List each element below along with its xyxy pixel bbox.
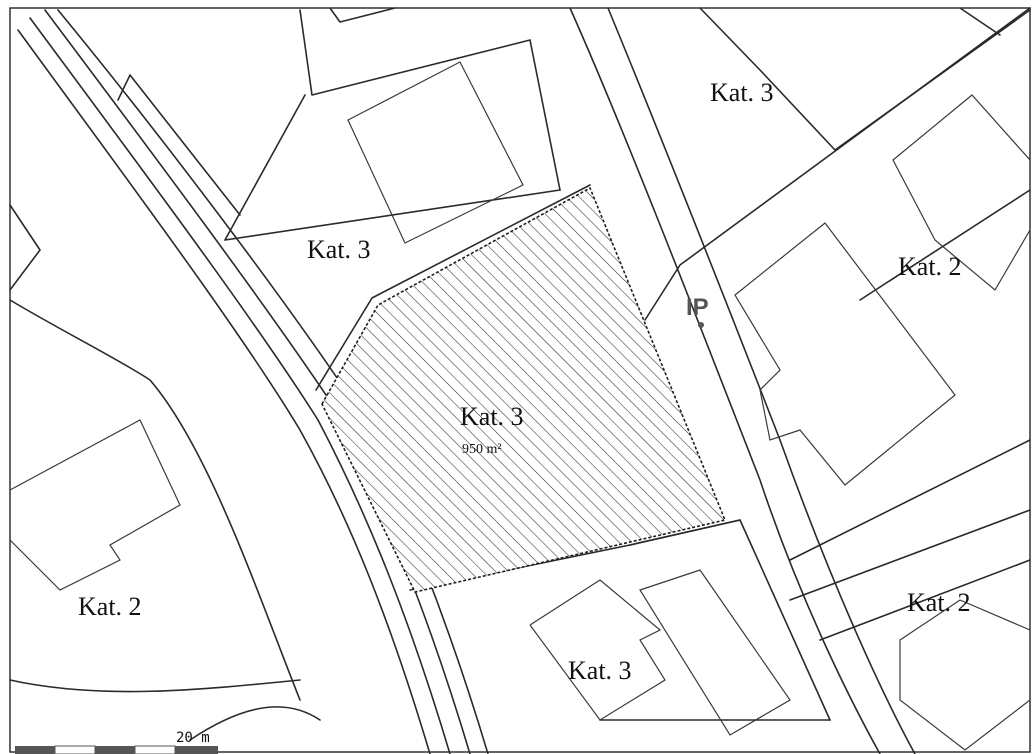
label-kat3-bottom: Kat. 3 [568,656,632,685]
building-bottom-a [529,579,666,721]
subject-plot[interactable] [321,186,727,593]
label-kat3-left: Kat. 3 [307,235,371,264]
ip-marker-label[interactable]: IP [686,294,709,321]
plot-neighbor-edge [315,184,591,391]
plot-area-label: 950 m² [462,442,502,457]
building-top-left [347,61,524,244]
scale-bar-label: 20 m [176,730,210,746]
scale-bar [15,745,218,754]
label-kat3-top: Kat. 3 [710,78,774,107]
buildings [9,61,1031,751]
label-kat2-bottom-left: Kat. 2 [78,592,142,621]
map-frame [9,7,1031,753]
label-kat2-bottom-right: Kat. 2 [907,588,971,617]
building-bottom-b [639,569,791,736]
label-kat3-plot: Kat. 3 [460,402,524,431]
building-bottom-right [899,599,1031,751]
label-kat2-right: Kat. 2 [898,252,962,281]
ip-marker-dot [698,322,704,328]
building-left [9,419,181,591]
building-top-right [892,94,1031,291]
building-right [734,222,956,486]
road-secondary [569,7,916,754]
